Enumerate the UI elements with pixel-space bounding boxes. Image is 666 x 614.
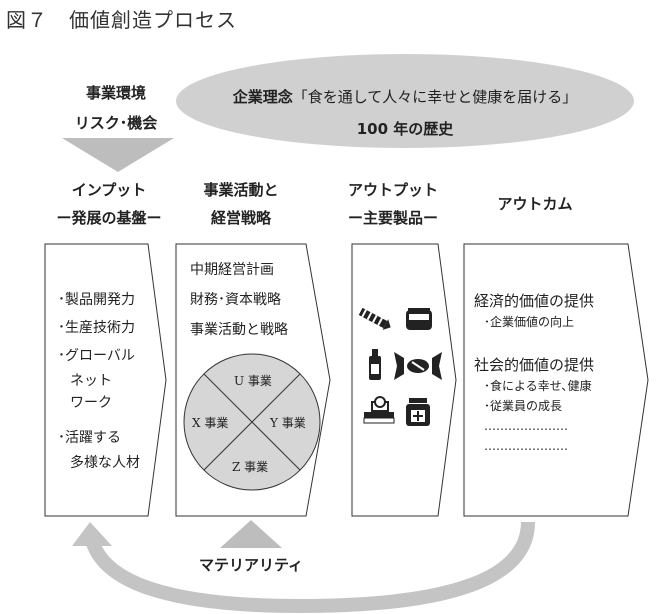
output-box [351,243,457,517]
outcome-header: アウトカム [497,195,573,213]
input-item: ･グローバル [58,348,135,364]
outcome-box [463,243,649,517]
materiality-label: マテリアリティ [198,556,304,574]
outcome-content: 経済的価値の提供 ･企業価値の向上 社会的価値の提供 ･食による幸せ､健康 ･従… [474,290,594,456]
philosophy-label: 企業理念 [232,88,293,106]
placeholder-dots: ………………… [484,419,568,433]
environment-down-arrow [62,138,174,172]
bottle-icon [369,349,381,380]
figure-title: 図７ 価値創造プロセス [6,8,237,32]
feedback-arrowhead [72,522,112,546]
feedback-arrow [85,521,535,614]
history-text: 100 年の歴史 [356,120,454,138]
business-unit-y: Y 事業 [270,416,306,430]
input-header-line1: インプット [71,181,147,199]
business-unit-u: U 事業 [234,374,272,388]
output-header-line1: アウトプット [347,181,438,199]
economic-value-title: 経済的価値の提供 [474,292,595,310]
philosophy-line: 企業理念「食を通して人々に幸せと健康を届ける」 [176,86,634,107]
activity-item: 事業活動と戦略 [190,322,288,338]
activity-item: 財務･資本戦略 [190,292,281,308]
activity-list: 中期経営計画 財務･資本戦略 事業活動と戦略 [190,256,288,344]
activities-header-line1: 事業活動と [203,181,279,199]
circle-divider-2 [203,373,301,471]
environment-line1: 事業環境 [85,84,146,102]
input-item: 多様な人材 [70,455,140,471]
economic-value-item: ･企業価値の向上 [484,315,575,329]
input-box [44,243,167,517]
placeholder-dots: ………………… [484,439,568,453]
social-value-item: ･食による幸せ､健康 [484,379,592,393]
input-item: ネット [70,373,112,389]
activity-item: 中期経営計画 [190,262,274,278]
environment-line2: リスク･機会 [74,114,158,132]
input-list: ･製品開発力 ･生産技術力 ･グローバル ネット ワーク ･活躍する 多様な人材 [58,286,140,474]
input-item: ･活躍する [58,430,121,446]
input-item: ワーク [70,395,112,411]
candy-icon [358,307,391,330]
business-unit-x: X 事業 [192,416,229,430]
social-value-title: 社会的価値の提供 [474,356,595,374]
philosophy-text: 「食を通して人々に幸せと健康を届ける」 [292,88,578,106]
medicine-jar-icon [406,398,430,426]
materiality-up-arrow [220,520,282,548]
jar-icon [406,308,432,330]
philosophy-ellipse [176,54,634,148]
input-item: ･生産技術力 [58,320,135,336]
input-item: ･製品開発力 [58,292,135,308]
input-header-line2: ー発展の基盤ー [56,209,162,227]
wrapped-candy-icon [394,352,442,380]
output-header-line2: ー主要製品ー [347,209,438,227]
business-unit-z: Z 事業 [232,460,269,474]
social-value-item: ･従業員の成長 [484,399,563,413]
scale-icon [363,396,395,424]
activities-header-line2: 経営戦略 [210,209,271,227]
